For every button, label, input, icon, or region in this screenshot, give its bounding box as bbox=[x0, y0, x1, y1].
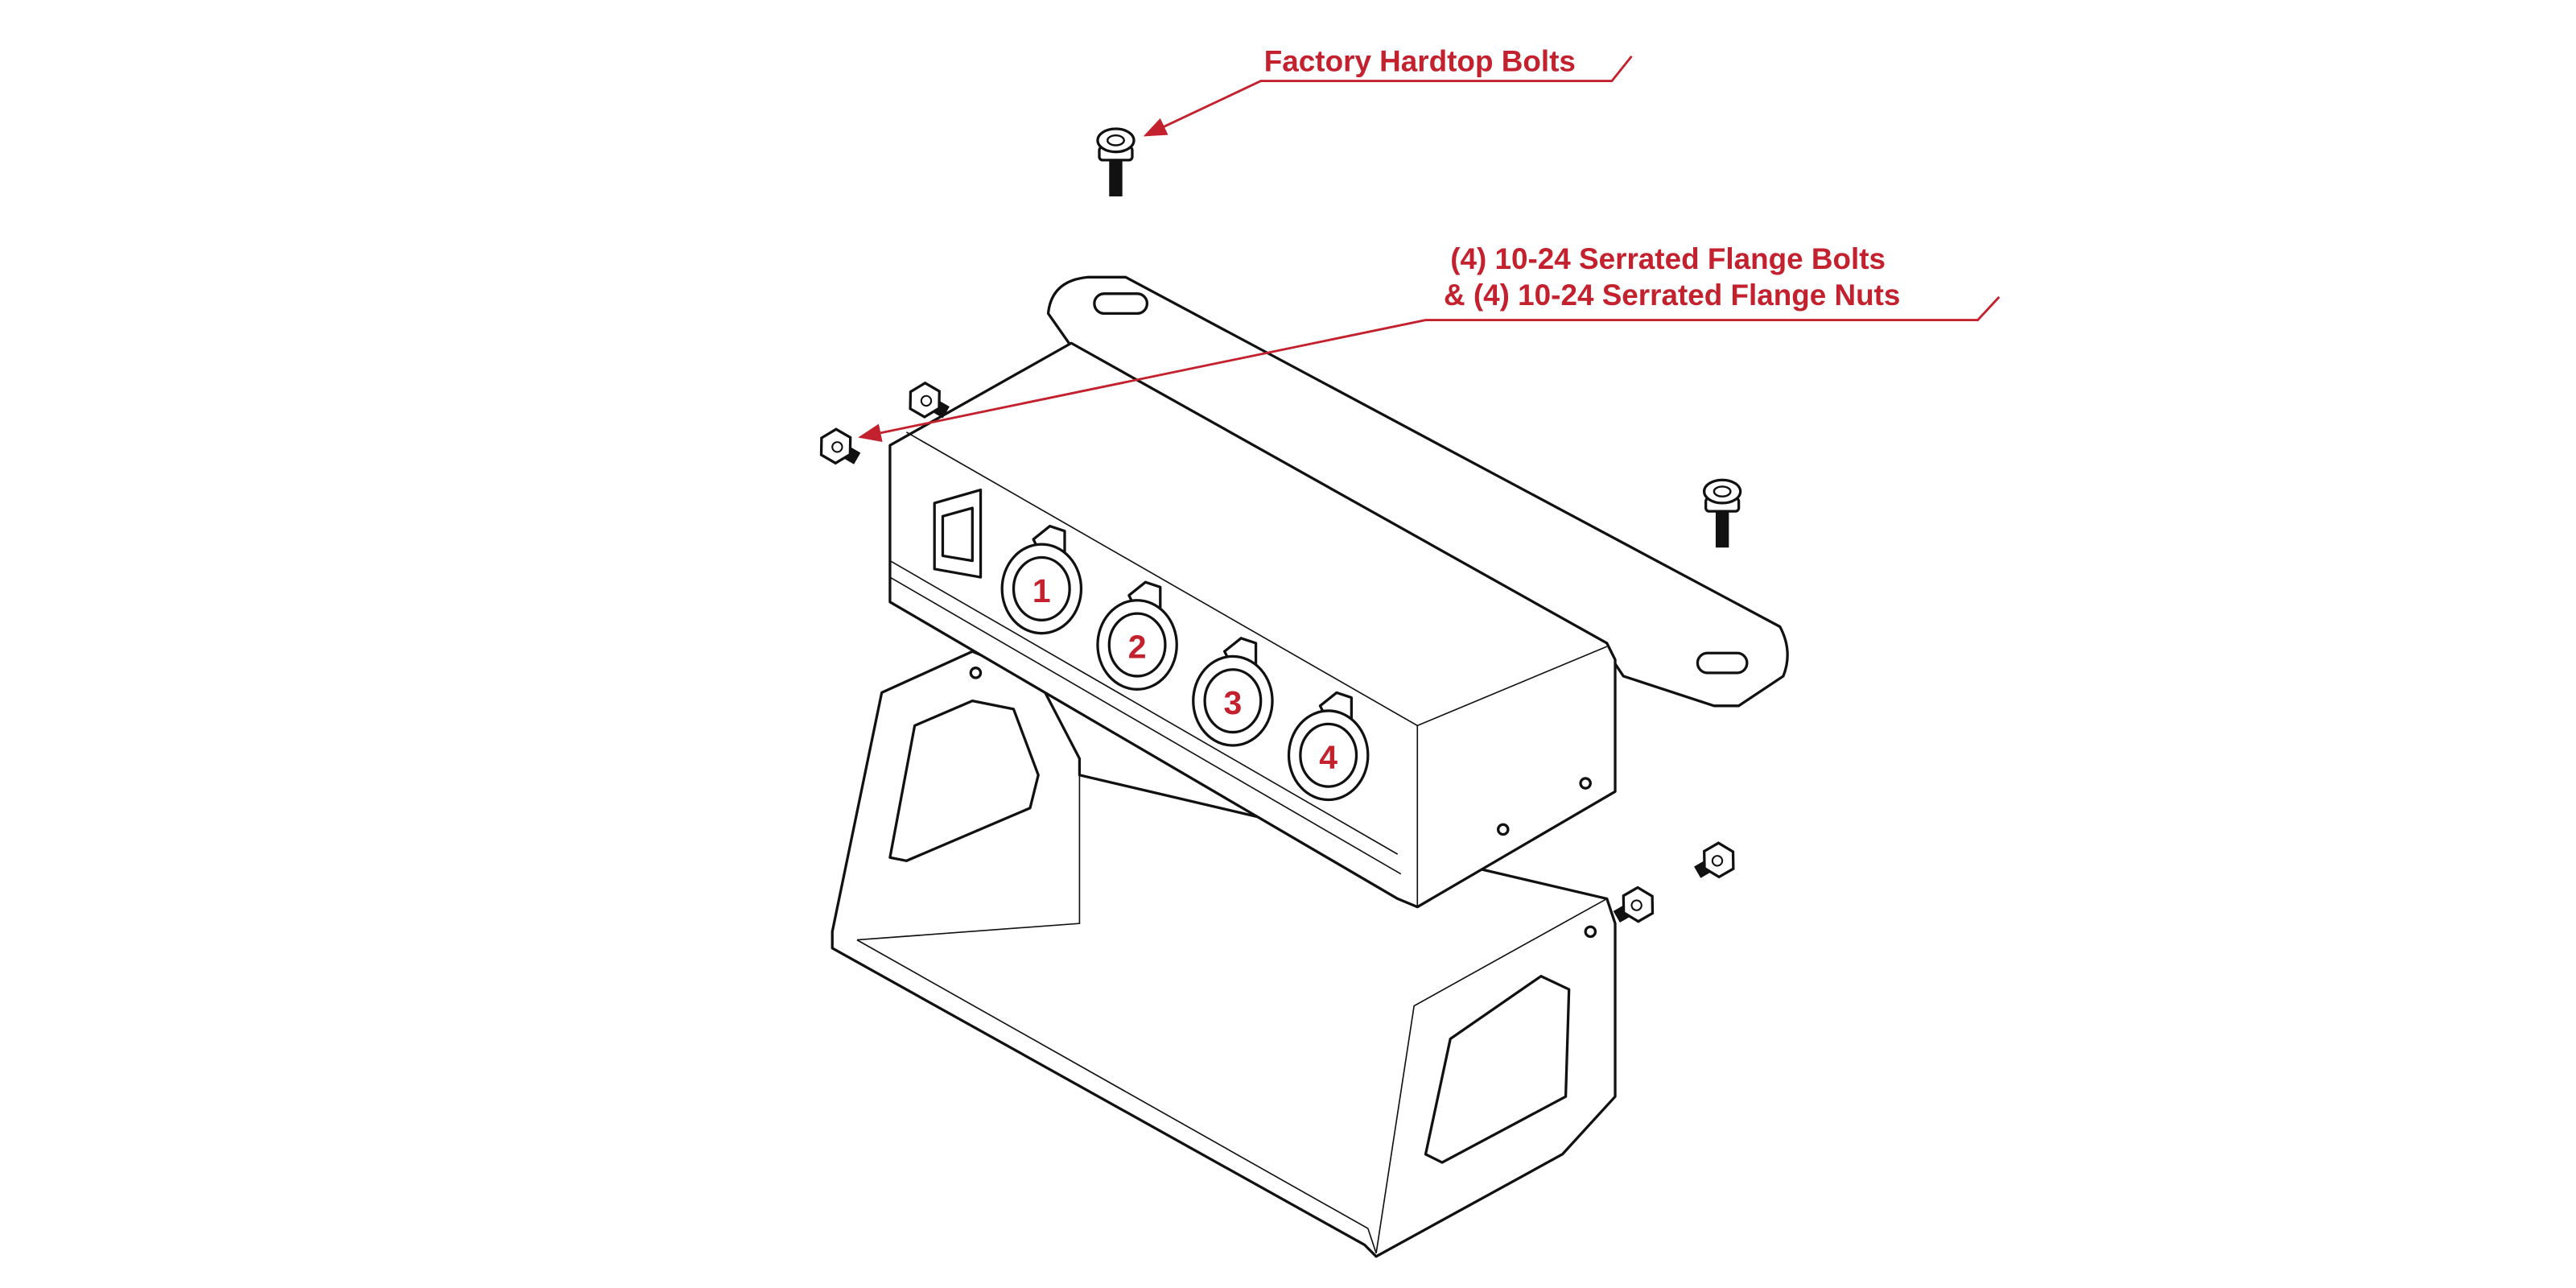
outlet-3: 3 bbox=[1192, 637, 1274, 747]
outlet-2: 2 bbox=[1096, 580, 1178, 691]
outlet-1: 1 bbox=[1000, 524, 1083, 635]
callout-hardtop-bolts: Factory Hardtop Bolts bbox=[1143, 44, 1633, 137]
hardtop-bolt-icon bbox=[1702, 478, 1742, 549]
flange-bolt-icon bbox=[1607, 881, 1662, 931]
outlet-number: 1 bbox=[1032, 572, 1051, 609]
callout-label-line2: & (4) 10-24 Serrated Flange Nuts bbox=[1444, 279, 1900, 312]
callout-label-line1: (4) 10-24 Serrated Flange Bolts bbox=[1450, 242, 1886, 275]
callout-label: Factory Hardtop Bolts bbox=[1264, 44, 1576, 77]
callout-flange-hardware: (4) 10-24 Serrated Flange Bolts & (4) 10… bbox=[858, 242, 2001, 442]
outlet-number: 3 bbox=[1224, 684, 1243, 721]
outlet-4: 4 bbox=[1287, 691, 1370, 802]
flange-bolt-icon bbox=[813, 423, 867, 473]
outlet-number: 2 bbox=[1128, 628, 1147, 665]
rocker-switch bbox=[933, 488, 983, 579]
flange-bolt-icon bbox=[1688, 837, 1742, 887]
outlet-number: 4 bbox=[1319, 739, 1337, 776]
power-outlets: 1 2 3 4 bbox=[1000, 524, 1370, 802]
mounting-plate bbox=[1046, 275, 1789, 708]
hardtop-bolt-icon bbox=[1096, 127, 1136, 198]
switch-box bbox=[888, 341, 1617, 909]
